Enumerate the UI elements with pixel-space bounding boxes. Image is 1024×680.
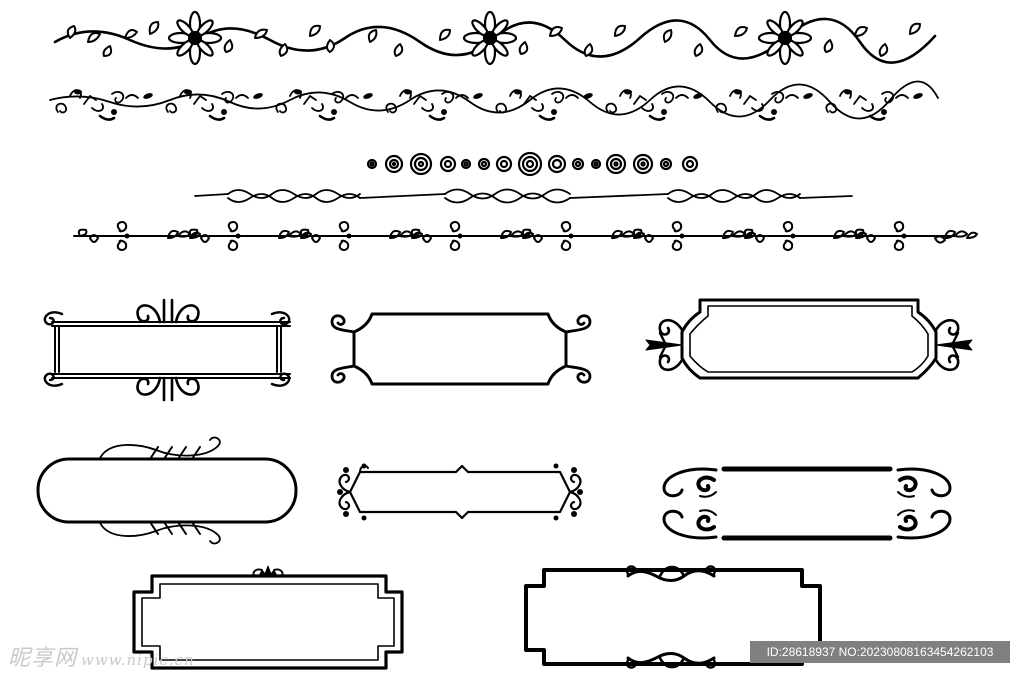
- watermark-logo: 昵享网: [8, 646, 78, 671]
- image-id-bar: ID:28618937 NO:20230808163454262103: [750, 641, 1010, 663]
- spiral-dots-border: [366, 151, 699, 177]
- scalloped-corner-frame: [330, 312, 592, 386]
- crowned-notched-frame: [132, 565, 404, 670]
- capsule-flourish-frame: [36, 436, 298, 545]
- wave-line-border: [194, 188, 853, 204]
- bow-knot-leaf-border: [73, 221, 978, 251]
- leafy-flourish-border: [49, 80, 939, 121]
- watermark-site: www.nipic.cn: [81, 651, 195, 669]
- ribbon-notched-frame: [524, 565, 822, 669]
- ornate-fleur-frame: [645, 298, 973, 380]
- filigree-diamond-frame: [337, 463, 583, 521]
- scroll-swirl-frame: [43, 298, 291, 402]
- split-swirl-frame: [662, 466, 952, 541]
- floral-vine-border: [53, 10, 937, 66]
